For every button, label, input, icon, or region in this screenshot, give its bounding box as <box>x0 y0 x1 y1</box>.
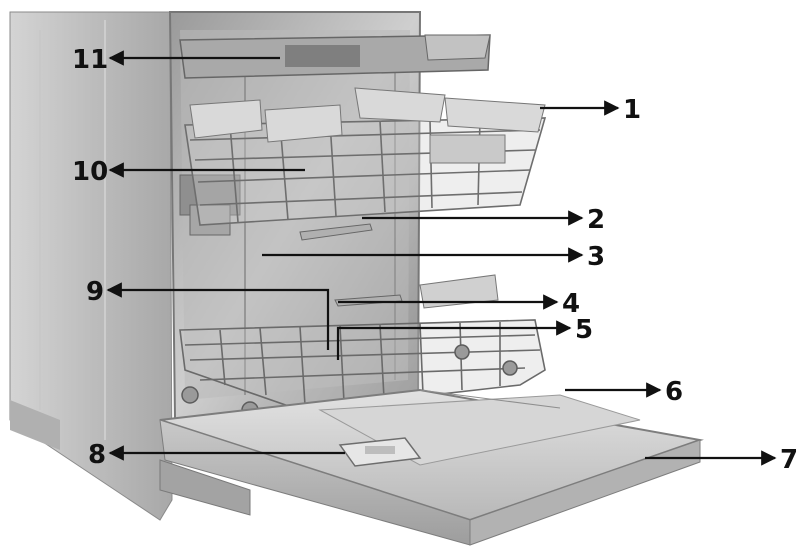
spray-arms <box>299 223 403 307</box>
callout-number-6: 6 <box>665 377 683 407</box>
callout-number-10: 10 <box>72 157 108 187</box>
callout-numbers: 1 2 3 4 5 6 7 8 9 10 11 <box>72 45 798 475</box>
callout-number-11: 11 <box>72 45 108 75</box>
detergent-dispenser <box>338 437 422 467</box>
callout-number-9: 9 <box>86 277 104 307</box>
callout-number-8: 8 <box>88 440 106 470</box>
lower-basket-racks <box>419 274 499 309</box>
plinth <box>159 459 251 516</box>
callout-number-2: 2 <box>587 205 605 235</box>
upper-basket <box>184 117 547 226</box>
cutlery-tray <box>179 34 491 79</box>
callout-arrows <box>106 50 777 466</box>
callout-arrow-9 <box>106 282 330 350</box>
cabinet-side-panel <box>9 11 173 521</box>
upper-basket-racks <box>189 87 546 164</box>
callout-number-1: 1 <box>623 95 641 125</box>
callout-number-5: 5 <box>575 315 593 345</box>
open-door <box>159 388 704 546</box>
lower-basket <box>179 319 546 411</box>
callout-number-3: 3 <box>587 242 605 272</box>
callout-arrow-5 <box>336 320 572 360</box>
callout-number-4: 4 <box>562 289 580 319</box>
callout-number-7: 7 <box>780 445 798 475</box>
